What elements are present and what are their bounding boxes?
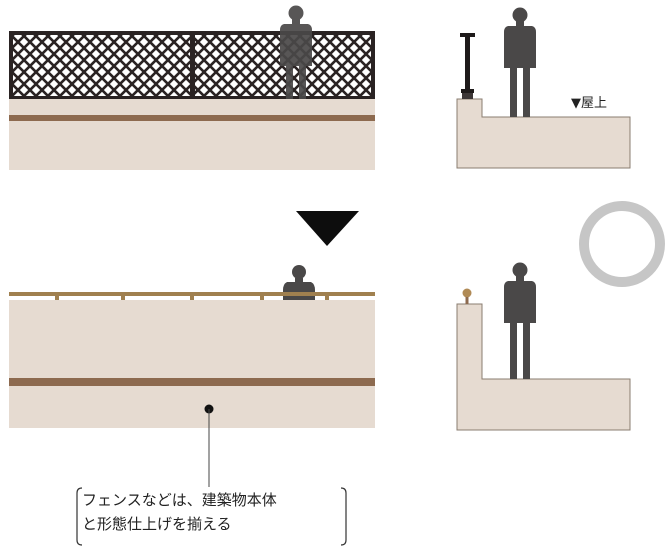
wall-band	[9, 378, 375, 386]
circle-ok-icon	[579, 201, 665, 287]
person-silhouette	[504, 262, 536, 379]
steel-post-icon	[460, 33, 475, 99]
before-section: ▼屋上	[456, 7, 631, 169]
before-elevation	[9, 5, 375, 170]
rail-cap-icon	[462, 288, 472, 304]
section-wall	[456, 303, 631, 431]
parapet-wall	[9, 99, 375, 170]
callout-text-line-2: と形態仕上げを揃える	[82, 515, 232, 533]
section-wall	[456, 98, 631, 169]
wall-band	[9, 115, 375, 121]
person-silhouette	[280, 5, 312, 100]
handrail	[9, 292, 375, 300]
fence-post	[190, 31, 195, 99]
fence-post	[371, 31, 375, 99]
after-elevation	[9, 265, 375, 487]
rooftop-label: ▼屋上	[571, 96, 607, 111]
callout-bracket	[76, 487, 347, 546]
fence-post	[9, 31, 13, 99]
person-silhouette	[504, 7, 536, 117]
callout-text-line-1: フェンスなどは、建築物本体	[82, 491, 277, 509]
after-section	[456, 262, 631, 431]
down-triangle-icon	[296, 211, 359, 246]
parapet-wall	[9, 300, 375, 428]
